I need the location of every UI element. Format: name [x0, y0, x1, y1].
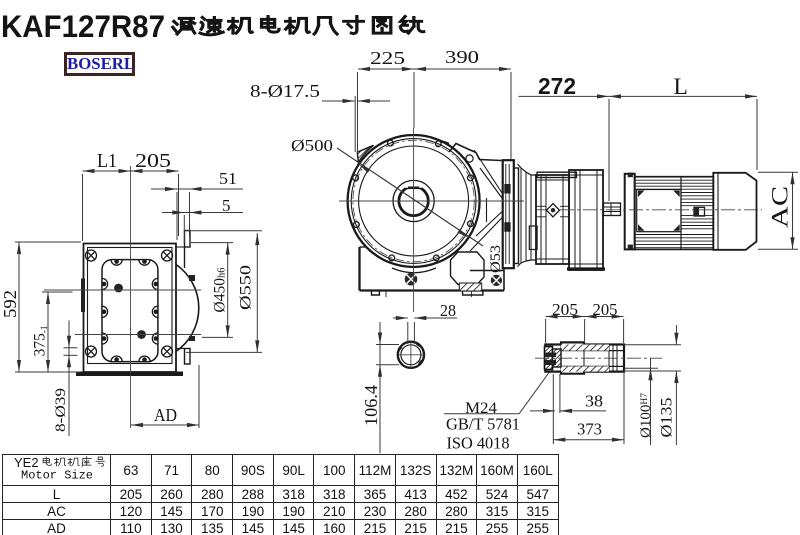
- svg-text:390: 390: [445, 47, 479, 67]
- svg-text:373: 373: [577, 420, 602, 439]
- svg-text:375-1: 375-1: [32, 326, 50, 357]
- svg-text:205: 205: [552, 300, 578, 319]
- svg-text:L1: L1: [97, 150, 117, 172]
- svg-text:ISO 4018: ISO 4018: [447, 434, 510, 453]
- svg-text:Ø450h6: Ø450h6: [212, 268, 229, 313]
- svg-text:5: 5: [222, 196, 231, 215]
- svg-text:L: L: [674, 74, 688, 100]
- svg-text:AD: AD: [154, 405, 177, 425]
- svg-text:Ø500: Ø500: [291, 136, 333, 155]
- svg-text:51: 51: [219, 169, 237, 188]
- svg-text:Ø550: Ø550: [238, 265, 255, 310]
- svg-text:8-Ø17.5: 8-Ø17.5: [250, 81, 320, 101]
- svg-text:AC: AC: [768, 186, 793, 228]
- svg-text:205: 205: [593, 300, 618, 319]
- svg-text:GB/T 5781: GB/T 5781: [446, 415, 520, 434]
- svg-text:Ø135: Ø135: [659, 397, 676, 437]
- svg-text:Ø100H7: Ø100H7: [638, 393, 654, 438]
- svg-text:Ø53: Ø53: [488, 245, 504, 273]
- svg-text:205: 205: [135, 150, 171, 172]
- svg-text:225: 225: [370, 48, 405, 68]
- svg-text:YE2: YE2: [14, 455, 39, 470]
- svg-text:106.4: 106.4: [361, 385, 381, 426]
- svg-text:M24: M24: [465, 400, 497, 417]
- svg-text:Motor Size: Motor Size: [21, 470, 93, 483]
- svg-text:8-Ø39: 8-Ø39: [53, 388, 69, 432]
- svg-text:KAF127R87: KAF127R87: [1, 8, 165, 44]
- svg-text:272: 272: [538, 73, 576, 99]
- svg-text:28: 28: [440, 301, 456, 320]
- svg-text:592: 592: [0, 290, 20, 318]
- svg-text:38: 38: [585, 392, 603, 411]
